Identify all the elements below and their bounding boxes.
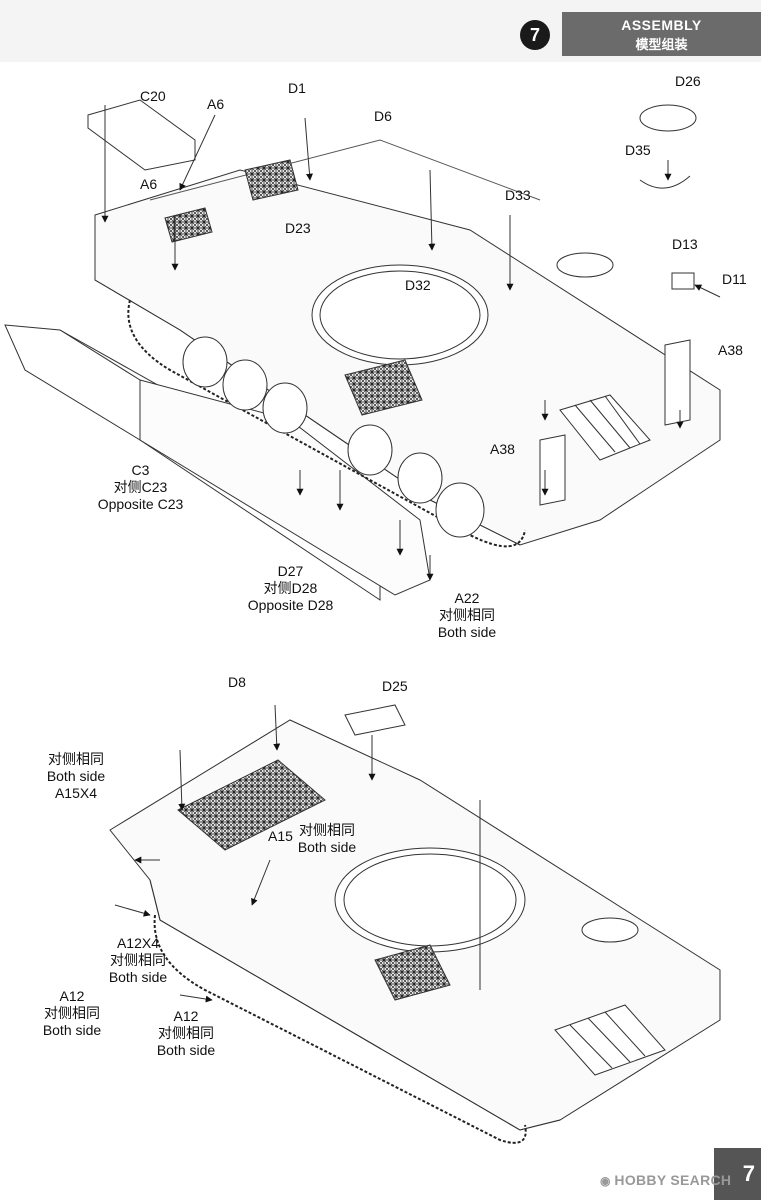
part-d35 (639, 175, 691, 189)
label-d13: D13 (672, 236, 698, 252)
section-title-en: ASSEMBLY (621, 17, 702, 33)
label-a15x4-code: A15X4 (54, 785, 98, 801)
label-a22-code: A22 (454, 590, 480, 606)
label-a15-code: A15 (268, 828, 293, 844)
label-group-a22: A22 对侧相同 Both side (428, 590, 506, 641)
grille-bottom-large (177, 759, 326, 851)
label-a12-left-code: A12 (59, 988, 85, 1004)
label-a12-mid-code: A12 (173, 1008, 199, 1024)
label-d27-en: Opposite D28 (247, 597, 334, 613)
label-d32: D32 (405, 277, 431, 293)
label-d25: D25 (382, 678, 408, 694)
label-d26: D26 (675, 73, 701, 89)
section-title-box: ASSEMBLY 模型组装 (562, 12, 761, 56)
label-d6: D6 (374, 108, 392, 124)
label-a15-cn: 对侧相同 (299, 822, 355, 838)
label-a15-en: Both side (297, 839, 357, 855)
label-c20: C20 (140, 88, 166, 104)
step-number-badge: 7 (520, 20, 550, 50)
label-d8: D8 (228, 674, 246, 690)
label-a6-left: A6 (140, 176, 158, 192)
label-a12-left-en: Both side (42, 1022, 102, 1038)
label-c3-code: C3 (131, 462, 150, 478)
label-d27-cn: 对侧D28 (263, 580, 318, 596)
watermark-text: HOBBY SEARCH (614, 1172, 732, 1188)
label-a12x4-en: Both side (108, 969, 168, 985)
label-group-a15x4: 对侧相同 Both side A15X4 (36, 751, 116, 802)
label-group-a15: 对侧相同 Both side (292, 822, 362, 856)
label-c3-cn: 对侧C23 (113, 479, 168, 495)
label-d11: D11 (722, 271, 747, 287)
part-c3-skirt (4, 324, 141, 441)
label-group-a12-mid: A12 对侧相同 Both side (150, 1008, 222, 1059)
label-d23: D23 (285, 220, 311, 236)
grille-left (164, 207, 213, 243)
grille-bottom-center (374, 944, 451, 1001)
part-d25 (344, 704, 406, 736)
label-a12x4-code: A12X4 (116, 935, 160, 951)
label-d35: D35 (625, 142, 651, 158)
part-d13 (671, 272, 695, 290)
label-d33: D33 (505, 187, 531, 203)
label-a6-top: A6 (207, 96, 225, 112)
label-a38-mid: A38 (490, 441, 515, 457)
label-a15x4-cn: 对侧相同 (48, 751, 104, 767)
label-group-c3: C3 对侧C23 Opposite C23 (88, 462, 193, 513)
grille-center (344, 359, 423, 416)
label-group-d27: D27 对侧D28 Opposite D28 (238, 563, 343, 614)
label-group-a12-left: A12 对侧相同 Both side (36, 988, 108, 1039)
part-a38-mid (539, 434, 566, 506)
label-a12x4-cn: 对侧相同 (110, 952, 166, 968)
label-a38-right: A38 (718, 342, 743, 358)
part-c20 (87, 99, 196, 171)
top-hull-drawing (4, 99, 721, 601)
watermark-logo-icon: ◉ (600, 1174, 615, 1188)
watermark: ◉ HOBBY SEARCH (600, 1172, 731, 1188)
part-a38-right (664, 339, 691, 426)
label-a12-mid-cn: 对侧相同 (158, 1025, 214, 1041)
label-c3-en: Opposite C23 (97, 496, 184, 512)
label-d1: D1 (288, 80, 306, 96)
label-a12-left-cn: 对侧相同 (44, 1005, 100, 1021)
bottom-hull-drawing (109, 704, 721, 1144)
label-a22-en: Both side (437, 624, 497, 640)
label-a12-mid-en: Both side (156, 1042, 216, 1058)
grille-top (244, 159, 299, 201)
label-d27-code: D27 (277, 563, 304, 579)
label-a22-cn: 对侧相同 (439, 607, 495, 623)
label-a15x4-en: Both side (46, 768, 106, 784)
label-group-a12x4: A12X4 对侧相同 Both side (102, 935, 174, 986)
section-title-cn: 模型组装 (635, 38, 688, 53)
part-d26 (639, 104, 697, 132)
page-number: 7 (714, 1148, 761, 1200)
